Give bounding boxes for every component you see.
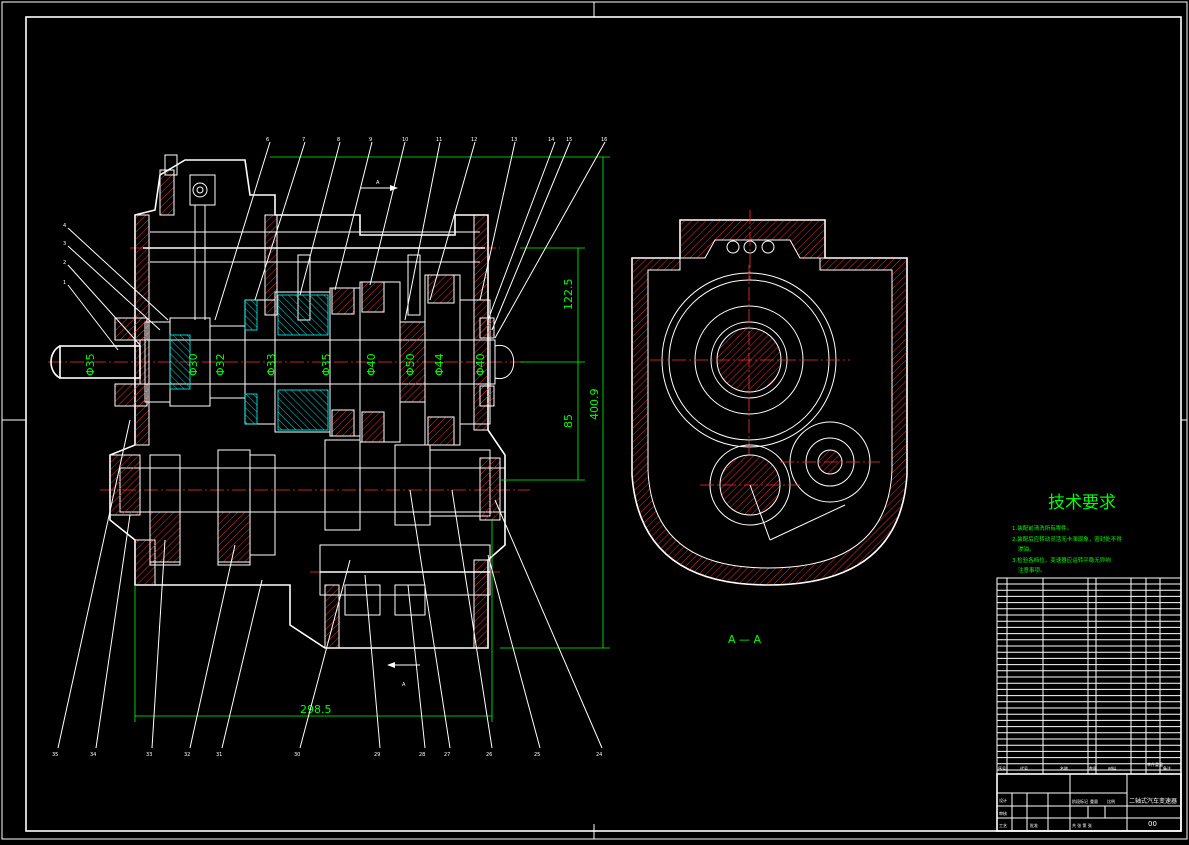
svg-text:代号: 代号 (1020, 765, 1028, 771)
svg-text:材料: 材料 (1108, 765, 1116, 771)
svg-text:批准: 批准 (1030, 822, 1038, 828)
tech-req-line-2: 2.装配后应转动灵活无卡滞现象，密封处不得 (1012, 535, 1122, 543)
svg-text:8: 8 (337, 137, 340, 143)
shaft-dia-1: Φ35 (84, 353, 97, 376)
svg-text:13: 13 (511, 137, 517, 143)
svg-text:35: 35 (52, 752, 58, 758)
drawing-title: 二轴式汽车变速器 (1129, 797, 1177, 805)
svg-text:15: 15 (566, 137, 572, 143)
svg-text:重量: 重量 (1090, 798, 1098, 804)
svg-text:单件重量: 单件重量 (1147, 761, 1163, 767)
tech-requirements-heading: 技术要求 (1048, 493, 1116, 513)
shaft-dia-4: Φ33 (265, 353, 278, 376)
shaft-diameter-labels: Φ35 Φ30 Φ32 Φ33 Φ35 Φ40 Φ50 Φ44 Φ40 (84, 353, 487, 376)
svg-text:阶段标记: 阶段标记 (1072, 798, 1088, 804)
svg-text:设计: 设计 (999, 797, 1007, 803)
title-block: 设计 审核 工艺 批准 阶段标记 重量 比例 共 张 第 张 二轴式汽车变速器 … (996, 773, 1182, 832)
tech-req-line-4: 3.检验各档位，变速器应运转平稳无异响 (1012, 556, 1111, 564)
dimensions: 122.5 85 400.9 298.5 (134, 156, 610, 722)
parts-list: 序号 代号 名称 数量 材料 单件重量 备注 (996, 577, 1182, 775)
svg-text:序号: 序号 (998, 765, 1006, 771)
leader-numbers-bottom: 35 34 33 32 31 30 29 28 27 26 25 24 (52, 752, 602, 758)
dim-center-distance: 85 (562, 414, 575, 428)
svg-text:4: 4 (63, 223, 66, 229)
shaft-dia-3: Φ32 (214, 353, 227, 376)
tech-req-line-1: 1.装配前清洗所有零件。 (1012, 524, 1072, 532)
shaft-dia-5: Φ35 (320, 353, 333, 376)
dim-overall-width: 298.5 (300, 703, 332, 716)
parts-list-columns (1006, 578, 1161, 774)
svg-text:12: 12 (471, 137, 477, 143)
svg-text:14: 14 (548, 137, 554, 143)
svg-text:备注: 备注 (1163, 765, 1171, 771)
shaft-dia-2: Φ30 (187, 353, 200, 376)
svg-text:33: 33 (146, 752, 152, 758)
leader-numbers-left: 4 3 2 1 (63, 223, 66, 286)
tech-req-line-3: 渗油。 (1018, 545, 1035, 553)
svg-text:27: 27 (444, 752, 450, 758)
section-mark-bottom: A (387, 662, 420, 688)
svg-text:1: 1 (63, 280, 66, 286)
svg-text:A: A (376, 180, 380, 186)
transmission-section-view: Φ35 Φ30 Φ32 Φ33 Φ35 Φ40 Φ50 Φ44 Φ40 A A (48, 154, 530, 688)
svg-text:32: 32 (184, 752, 190, 758)
shaft-dia-6: Φ40 (365, 353, 378, 376)
drawing-number: 00 (1148, 820, 1157, 828)
svg-text:24: 24 (596, 752, 602, 758)
svg-text:34: 34 (90, 752, 96, 758)
tech-req-line-5: 注意事项。 (1018, 566, 1046, 574)
svg-text:共 张 第 张: 共 张 第 张 (1072, 822, 1092, 828)
leader-lines (57, 141, 606, 749)
inner-frame (25, 16, 1182, 832)
technical-requirements: 技术要求 1.装配前清洗所有零件。 2.装配后应转动灵活无卡滞现象，密封处不得 … (1012, 493, 1122, 574)
svg-text:25: 25 (534, 752, 540, 758)
svg-text:名称: 名称 (1060, 765, 1068, 771)
shaft-dia-9: Φ40 (474, 353, 487, 376)
shaft-dia-7: Φ50 (404, 353, 417, 376)
svg-text:比例: 比例 (1107, 798, 1115, 804)
svg-text:审核: 审核 (999, 810, 1007, 816)
svg-text:30: 30 (294, 752, 300, 758)
svg-text:工艺: 工艺 (999, 823, 1007, 828)
svg-text:28: 28 (419, 752, 425, 758)
svg-text:31: 31 (216, 752, 222, 758)
shaft-dia-8: Φ44 (433, 353, 446, 376)
section-a-a-view: A — A (631, 210, 908, 646)
svg-text:16: 16 (601, 137, 607, 143)
svg-text:11: 11 (436, 137, 442, 143)
svg-text:3: 3 (63, 241, 66, 247)
svg-text:9: 9 (369, 137, 372, 143)
svg-text:2: 2 (63, 260, 66, 266)
section-a-a-label: A — A (728, 633, 762, 646)
parts-list-rows (997, 583, 1181, 771)
svg-text:6: 6 (266, 137, 269, 143)
svg-text:数量: 数量 (1089, 765, 1097, 771)
svg-text:10: 10 (402, 137, 408, 143)
dim-overall-height: 400.9 (588, 389, 601, 421)
svg-text:7: 7 (302, 137, 305, 143)
svg-text:A: A (402, 682, 406, 688)
leader-numbers-top: 6 7 8 9 10 11 12 13 14 15 16 (266, 137, 607, 143)
svg-text:29: 29 (374, 752, 380, 758)
svg-text:26: 26 (486, 752, 492, 758)
section-mark-top: A (360, 180, 398, 191)
dim-upper-height: 122.5 (562, 279, 575, 311)
